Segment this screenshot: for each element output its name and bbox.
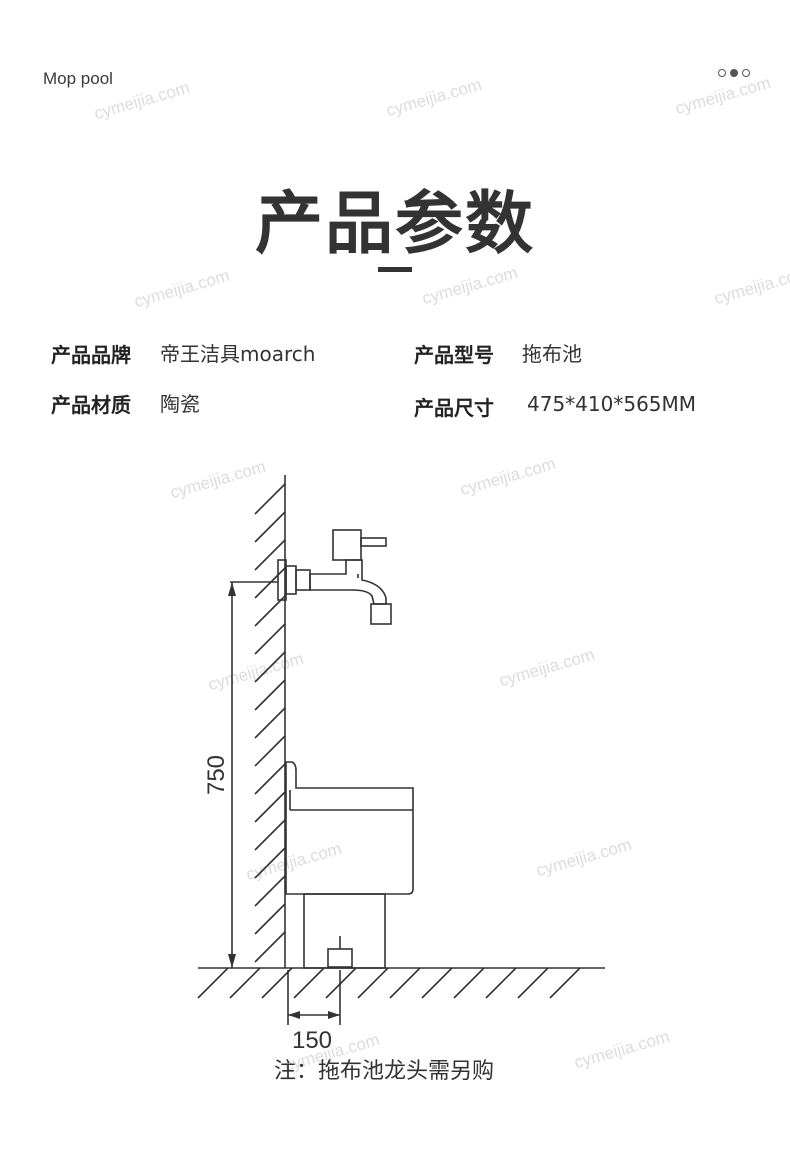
dim-arrow	[328, 1011, 340, 1019]
brand-name: Mop pool	[43, 69, 113, 88]
drawing-note: 注：拖布池龙头需另购	[273, 1059, 494, 1084]
faucet	[277, 529, 392, 625]
page-dot-active	[730, 69, 738, 77]
height-dimension-label: 750	[203, 755, 230, 795]
spec-value-size: 475*410*565MM	[527, 392, 697, 416]
spec-label-brand: 产品品牌	[51, 343, 131, 367]
page-title: 产品参数	[254, 185, 535, 264]
spec-label-size: 产品尺寸	[414, 396, 494, 420]
title-underline	[378, 267, 412, 272]
spec-value-model: 拖布池	[522, 342, 582, 366]
dim-arrow	[228, 954, 236, 968]
page-indicator	[718, 69, 750, 77]
mop-basin	[285, 761, 414, 969]
page-dot	[718, 69, 726, 77]
spec-label-material: 产品材质	[51, 393, 131, 417]
wall-hatching	[254, 483, 286, 963]
spec-label-model: 产品型号	[414, 343, 494, 367]
offset-dimension-label: 150	[292, 1027, 332, 1054]
spec-value-brand: 帝王洁具moarch	[160, 342, 316, 366]
dim-arrow	[228, 582, 236, 596]
dim-arrow	[288, 1011, 300, 1019]
height-dimension	[230, 581, 278, 968]
floor-hatching	[197, 967, 581, 999]
spec-value-material: 陶瓷	[160, 392, 200, 416]
page-dot	[742, 69, 750, 77]
